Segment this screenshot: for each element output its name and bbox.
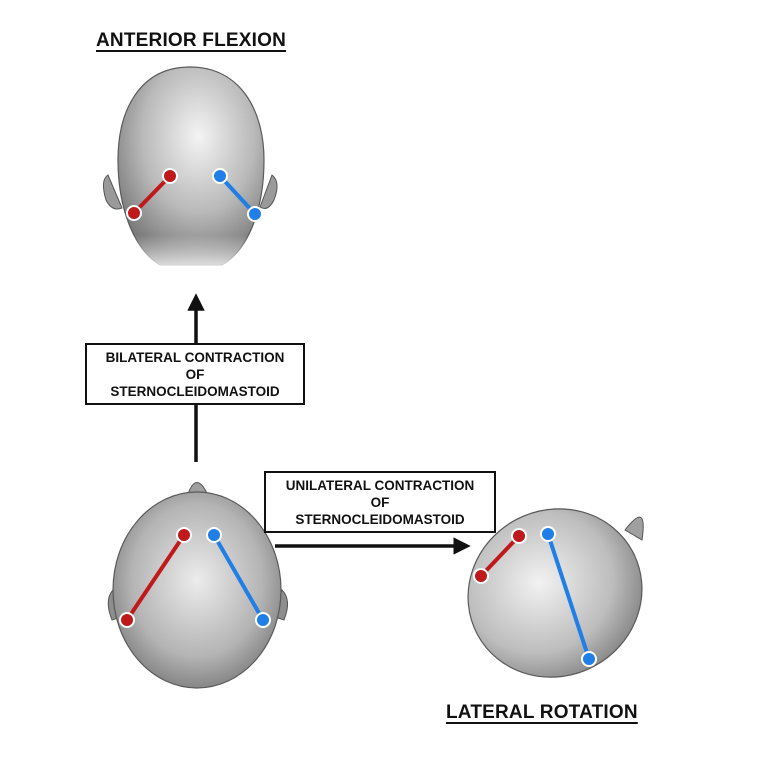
title-lateral-rotation: LATERAL ROTATION — [446, 702, 638, 723]
head-top-view — [107, 482, 288, 689]
head-rotated-view — [467, 508, 644, 678]
label-unilateral-line2: OF — [370, 495, 390, 510]
muscle-line-right-top — [212, 168, 263, 222]
muscle-line-right-bottom — [206, 527, 271, 628]
muscle-line-left-top — [126, 168, 178, 221]
title-anterior-flexion: ANTERIOR FLEXION — [96, 30, 287, 51]
label-unilateral-line3: STERNOCLEIDOMASTOID — [295, 512, 465, 527]
label-bilateral-line3: STERNOCLEIDOMASTOID — [110, 384, 280, 399]
label-bilateral-line1: BILATERAL CONTRACTION — [105, 350, 285, 365]
label-unilateral-contraction: UNILATERAL CONTRACTION OF STERNOCLEIDOMA… — [264, 471, 496, 533]
label-bilateral-line2: OF — [185, 367, 205, 382]
muscle-line-left-bottom — [119, 527, 192, 628]
label-bilateral-contraction: BILATERAL CONTRACTION OF STERNOCLEIDOMAS… — [85, 343, 305, 405]
label-unilateral-line1: UNILATERAL CONTRACTION — [285, 478, 475, 493]
muscle-line-right-rotated — [540, 526, 597, 667]
muscle-line-left-rotated — [473, 528, 527, 584]
head-back-view — [102, 66, 278, 275]
